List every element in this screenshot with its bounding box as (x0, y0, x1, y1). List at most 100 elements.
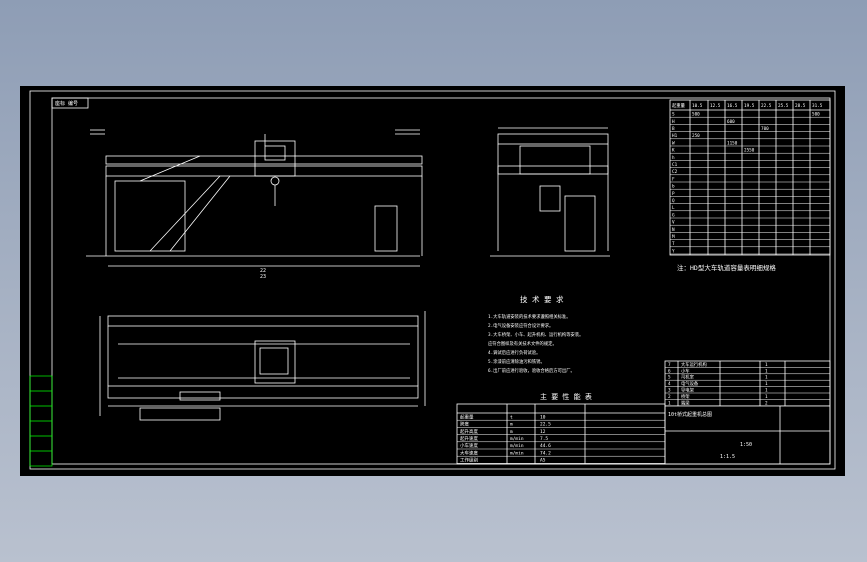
part-qty: 1 (765, 388, 768, 394)
spec-cell: 700 (761, 126, 769, 132)
title-block-scale: 1:50 (740, 442, 752, 448)
overall-length: 23 (260, 274, 266, 280)
perf-value: 10 (540, 414, 546, 420)
tech-title: 技 术 要 求 (520, 294, 564, 304)
spec-header-cell: 12.5 (710, 103, 721, 109)
perf-unit: m (510, 423, 513, 428)
part-name: 桥架 (681, 393, 690, 400)
part-name: 司机室 (681, 374, 695, 381)
part-qty: 1 (765, 368, 768, 374)
spec-header-cell: 22.5 (761, 103, 772, 109)
part-name: 导电架 (681, 387, 695, 394)
part-name: 端梁 (681, 399, 690, 406)
spec-cell: Y (672, 248, 675, 254)
spec-cell: h (672, 155, 675, 161)
spec-cell: T (672, 241, 675, 247)
part-number: 7 (668, 362, 671, 368)
note-text: 注：HD型大车轨道容量表明细规格 (677, 263, 776, 272)
spec-cell: H1 (672, 133, 678, 139)
spec-cell: H (672, 119, 675, 125)
part-number: 1 (668, 400, 671, 406)
drawing-canvas[interactable]: 座标 编号 23 22 注：HD型大车轨道容量表明细规格 技 术 要 求 主 要… (20, 86, 845, 476)
part-number: 2 (668, 394, 671, 400)
spec-cell: 500 (692, 112, 700, 118)
spec-header-cell: 19.5 (744, 103, 755, 109)
spec-cell: 250 (692, 133, 700, 139)
spec-cell: 500 (812, 112, 820, 118)
spec-table-text: 起重量 10.5 12.5 16.5 19.5 22.5 25.5 28.5 31.5S 500 5… (672, 102, 823, 254)
spec-cell: V (672, 220, 675, 226)
perf-title: 主 要 性 能 表 (540, 392, 592, 401)
spec-cell: Q (672, 198, 675, 204)
perf-value: 7.5 (540, 436, 548, 442)
title-block-sheet: 1:1.5 (720, 454, 735, 460)
spec-cell: B (672, 126, 675, 132)
part-name: 电气设备 (681, 380, 699, 387)
perf-value: 44.6 (540, 443, 551, 449)
perf-name: 小车速度 (460, 442, 478, 449)
part-qty: 1 (765, 394, 768, 400)
spec-header-cell: 16.5 (727, 103, 738, 109)
part-number: 6 (668, 368, 671, 374)
perf-name: 工作级别 (460, 457, 478, 464)
tech-line: 1.大车轨道安装的技术要求遵照相关标准。 (488, 313, 571, 320)
spec-header-cell: 28.5 (795, 103, 806, 109)
spec-cell: 1150 (727, 140, 738, 146)
bottom-total: 22 (260, 268, 266, 274)
perf-unit: m (510, 430, 513, 435)
perf-name: 大车速度 (460, 449, 478, 456)
perf-name: 起重量 (460, 413, 474, 420)
inner-frame (51, 97, 831, 465)
spec-header-cell: 31.5 (812, 103, 823, 109)
tech-line: 应符合图样及有关技术文件的规定。 (488, 340, 557, 347)
perf-name: 跨度 (460, 421, 469, 428)
perf-value: 22.5 (540, 422, 551, 428)
spec-cell: 600 (727, 119, 735, 125)
frame-label: 座标 编号 (55, 100, 78, 107)
perf-unit: m/min (510, 436, 524, 442)
part-qty: 2 (765, 400, 768, 406)
drawing-border (29, 90, 836, 470)
spec-header-cell: 25.5 (778, 103, 789, 109)
spec-cell: N (672, 227, 675, 233)
spec-cell: P (672, 191, 675, 197)
perf-value: 74.2 (540, 450, 551, 456)
side-elevation-view (86, 129, 423, 267)
spec-cell: C2 (672, 169, 678, 175)
spec-header-cell: 10.5 (692, 103, 703, 109)
perf-unit: m/min (510, 443, 524, 449)
spec-cell: 2550 (744, 148, 755, 154)
perf-name: 起升速度 (460, 435, 478, 442)
end-view (490, 127, 610, 257)
spec-cell: S (672, 112, 675, 118)
tech-line: 5.涂漆前应清除油污和铁锈。 (488, 358, 545, 365)
parts-grid-lines (665, 367, 830, 407)
layer-legend (29, 375, 53, 467)
spec-cell: b (672, 184, 675, 190)
cad-drawing: 座标 编号 23 22 注：HD型大车轨道容量表明细规格 技 术 要 求 主 要… (29, 90, 836, 470)
perf-grid-lines (457, 419, 665, 464)
perf-value: A5 (540, 458, 546, 464)
spec-cell: G (672, 212, 675, 218)
spec-cell: F (672, 176, 675, 182)
spec-cell: K (672, 148, 675, 154)
tech-line: 2.电气设备安装应符合设计要求。 (488, 322, 553, 329)
part-qty: 1 (765, 362, 768, 368)
label-box (51, 97, 89, 109)
part-number: 3 (668, 388, 671, 394)
tech-line: 3.大车桥架、小车、起升机构、运行机构等安装。 (488, 331, 583, 338)
part-qty: 1 (765, 381, 768, 387)
performance-table (456, 403, 666, 465)
perf-name: 起升高度 (460, 428, 478, 435)
spec-table (669, 99, 831, 256)
tech-line: 4.调试后应进行负荷试验。 (488, 349, 540, 356)
title-block-name: 10t桥式起重机总图 (668, 411, 712, 418)
spec-header-cell: 起重量 (672, 102, 686, 109)
tech-requirements: 1.大车轨道安装的技术要求遵照相关标准。 2.电气设备安装应符合设计要求。 3.大车… (488, 313, 583, 374)
part-name: 大车运行机构 (681, 361, 707, 368)
spec-cell: C1 (672, 162, 678, 168)
perf-unit: t (510, 414, 513, 420)
